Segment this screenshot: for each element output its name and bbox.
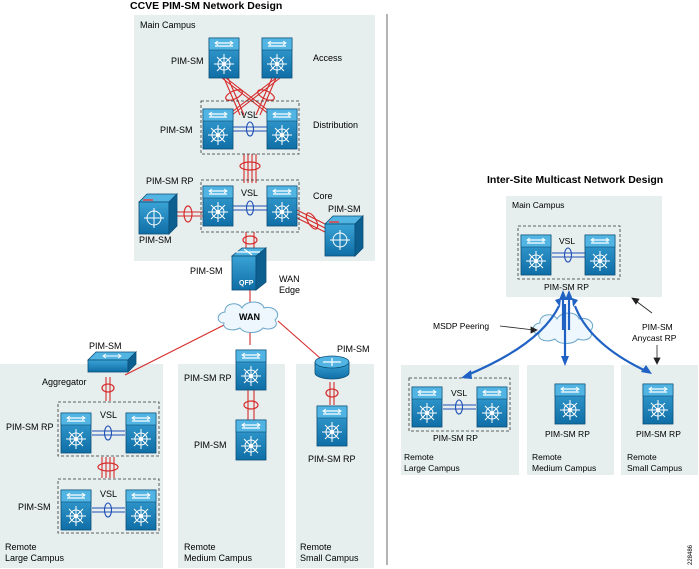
msdp-peering-label: MSDP Peering — [433, 321, 489, 331]
remote-small-pim-sm-rp-label: PIM-SM RP — [308, 454, 356, 464]
inter-site-main-switch-1 — [520, 234, 552, 276]
inter-site-large-vsl-label: VSL — [451, 388, 467, 398]
remote-large-label-1: Remote — [5, 542, 37, 552]
distribution-vsl-label: VSL — [241, 110, 258, 120]
distribution-switch-2 — [266, 108, 298, 150]
vss-boxes — [57, 100, 621, 534]
core-right-pim-sm-label: PIM-SM — [328, 204, 361, 214]
remote-medium-pim-sm-rp-label: PIM-SM RP — [184, 373, 232, 383]
remote-medium-label-2: Medium Campus — [184, 553, 253, 563]
inter-site-main-vsl-label: VSL — [559, 236, 575, 246]
wan-edge-label-2: Edge — [279, 285, 300, 295]
wan-edge-pim-sm-label: PIM-SM — [190, 266, 223, 276]
core-pim-sm-rp-label: PIM-SM RP — [146, 176, 194, 186]
inter-site-medium-switch — [554, 383, 586, 425]
remote-large-switch-4 — [125, 489, 157, 531]
wan-edge-label-1: WAN — [279, 274, 300, 284]
distribution-pim-sm-label: PIM-SM — [160, 125, 193, 135]
links-red — [101, 77, 335, 478]
qfp-label: QFP — [239, 280, 254, 287]
callout-arrows — [499, 297, 661, 365]
access-label: Access — [313, 53, 343, 63]
core-vsl-label: VSL — [241, 188, 258, 198]
aggregator-switch — [87, 351, 137, 373]
remote-large-vsl-label-1: VSL — [100, 410, 117, 420]
inter-site-large-pim-sm-rp-label: PIM-SM RP — [433, 433, 478, 443]
remote-large-label-2: Large Campus — [5, 553, 65, 563]
remote-large-switch-1 — [60, 412, 92, 454]
access-pim-sm-label: PIM-SM — [171, 56, 204, 66]
remote-medium-pim-sm-label: PIM-SM — [194, 440, 227, 450]
inter-site-small-label-2: Small Campus — [627, 463, 682, 473]
remote-medium-switch-1 — [235, 349, 267, 391]
right-title: Inter-Site Multicast Network Design — [487, 174, 663, 186]
inter-site-large-switch-1 — [411, 386, 443, 428]
inter-site-small-pim-sm-rp-label: PIM-SM RP — [636, 429, 681, 439]
remote-large-campus-panel — [0, 364, 163, 568]
remote-small-pim-sm-label: PIM-SM — [337, 344, 370, 354]
inter-site-main-pim-sm-rp-label: PIM-SM RP — [544, 282, 589, 292]
core-chassis-left — [138, 193, 178, 235]
remote-small-router — [314, 355, 350, 380]
inter-site-medium-label-2: Medium Campus — [532, 463, 596, 473]
inter-site-large-label-2: Large Campus — [404, 463, 460, 473]
msdp-arrows — [464, 300, 649, 378]
remote-medium-label-1: Remote — [184, 542, 216, 552]
inter-site-main-campus-label: Main Campus — [512, 200, 564, 210]
core-label: Core — [313, 191, 333, 201]
distribution-label: Distribution — [313, 120, 358, 130]
anycast-label-1: PIM-SM — [642, 322, 673, 332]
remote-small-campus-panel — [296, 364, 374, 568]
main-campus-label: Main Campus — [140, 20, 196, 30]
aggregator-label: Aggregator — [42, 377, 87, 387]
remote-large-pim-sm-label: PIM-SM — [18, 502, 51, 512]
msdp-arrowheads — [461, 290, 652, 379]
core-switch-1 — [202, 185, 234, 227]
aggregator-pim-sm-label: PIM-SM — [89, 341, 122, 351]
inter-site-large-label-1: Remote — [404, 452, 434, 462]
remote-small-label-1: Remote — [300, 542, 332, 552]
remote-medium-switch-2 — [235, 419, 267, 461]
inter-site-main-switch-2 — [584, 234, 616, 276]
inter-site-medium-label-1: Remote — [532, 452, 562, 462]
remote-large-vsl-label-2: VSL — [100, 489, 117, 499]
remote-large-switch-2 — [125, 412, 157, 454]
remote-small-switch — [316, 405, 348, 447]
remote-large-switch-3 — [60, 489, 92, 531]
inter-site-medium-pim-sm-rp-label: PIM-SM RP — [545, 429, 590, 439]
vsl-links — [92, 121, 585, 518]
inter-site-small-label-1: Remote — [627, 452, 657, 462]
link-ellipses — [97, 89, 339, 472]
figure-id: 228486 — [688, 544, 694, 565]
left-title: CCVE PIM-SM Network Design — [130, 0, 282, 12]
core-chassis-right — [324, 215, 364, 257]
access-switch-1 — [208, 37, 240, 79]
distribution-switch-1 — [202, 108, 234, 150]
core-switch-2 — [266, 185, 298, 227]
inter-site-large-switch-2 — [476, 386, 508, 428]
inter-site-small-switch — [642, 383, 674, 425]
remote-large-pim-sm-rp-label: PIM-SM RP — [6, 422, 54, 432]
core-left-pim-sm-label: PIM-SM — [139, 235, 172, 245]
access-switch-2 — [261, 37, 293, 79]
remote-small-label-2: Small Campus — [300, 553, 359, 563]
remote-medium-campus-panel — [178, 364, 285, 568]
wan-label: WAN — [239, 312, 260, 322]
anycast-label-2: Anycast RP — [632, 333, 677, 343]
